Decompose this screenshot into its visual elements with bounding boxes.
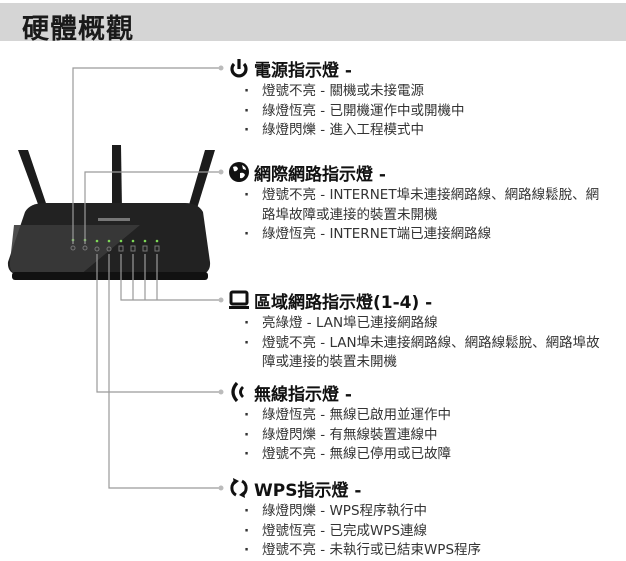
globe-icon: [229, 162, 249, 182]
list-item: 燈號不亮 - INTERNET埠未連接網路線、網路線鬆脫、網路埠故障或連接的裝置…: [228, 186, 607, 225]
page-title: 硬體概觀: [22, 14, 134, 45]
section-heading: 電源指示燈 -: [254, 60, 352, 81]
section-internet-led: 網際網路指示燈 - 燈號不亮 - INTERNET埠未連接網路線、網路線鬆脫、網…: [228, 161, 607, 245]
wps-icon: [230, 478, 248, 498]
list-item: 綠燈閃爍 - WPS程序執行中: [228, 502, 607, 522]
wireless-icon: [231, 381, 245, 403]
list-item: 綠燈恆亮 - INTERNET端已連接網路線: [228, 225, 607, 245]
leader-lines: [72, 67, 220, 489]
section-heading: 區域網路指示燈(1-4) -: [254, 292, 433, 313]
section-heading: 無線指示燈 -: [254, 384, 352, 405]
router-body: [7, 203, 211, 280]
list-item: 亮綠燈 - LAN埠已連接網路線: [228, 314, 607, 334]
list-item: 綠燈閃爍 - 進入工程模式中: [228, 121, 607, 141]
computer-icon: [229, 290, 249, 309]
section-heading: WPS指示燈 -: [254, 480, 362, 501]
power-icon: [230, 59, 248, 78]
list-item: 燈號不亮 - 未執行或已結束WPS程序: [228, 541, 607, 561]
section-wps-led: WPS指示燈 - 綠燈閃爍 - WPS程序執行中 燈號恆亮 - 已完成WPS連線…: [228, 477, 607, 561]
list-item: 綠燈恆亮 - 無線已啟用並運作中: [228, 406, 607, 426]
router-led-symbols: [70, 245, 160, 252]
list-item: 綠燈恆亮 - 已開機運作中或開機中: [228, 102, 607, 122]
section-lan-led: 區域網路指示燈(1-4) - 亮綠燈 - LAN埠已連接網路線 燈號不亮 - L…: [228, 289, 607, 373]
section-power-led: 電源指示燈 - 燈號不亮 - 關機或未接電源 綠燈恆亮 - 已開機運作中或開機中…: [228, 57, 607, 141]
section-heading: 網際網路指示燈 -: [254, 164, 386, 185]
list-item: 燈號不亮 - 無線已停用或已故障: [228, 445, 607, 465]
section-wireless-led: 無線指示燈 - 綠燈恆亮 - 無線已啟用並運作中 綠燈閃爍 - 有無線裝置連線中…: [228, 381, 607, 465]
router-antennas: [18, 145, 215, 215]
list-item: 綠燈閃爍 - 有無線裝置連線中: [228, 426, 607, 446]
list-item: 燈號不亮 - LAN埠未連接網路線、網路線鬆脫、網路埠故障或連接的裝置未開機: [228, 334, 607, 373]
title-bar: 硬體概觀: [0, 3, 626, 45]
brand-logo: [98, 218, 130, 221]
list-item: 燈號不亮 - 關機或未接電源: [228, 82, 607, 102]
list-item: 燈號恆亮 - 已完成WPS連線: [228, 522, 607, 542]
